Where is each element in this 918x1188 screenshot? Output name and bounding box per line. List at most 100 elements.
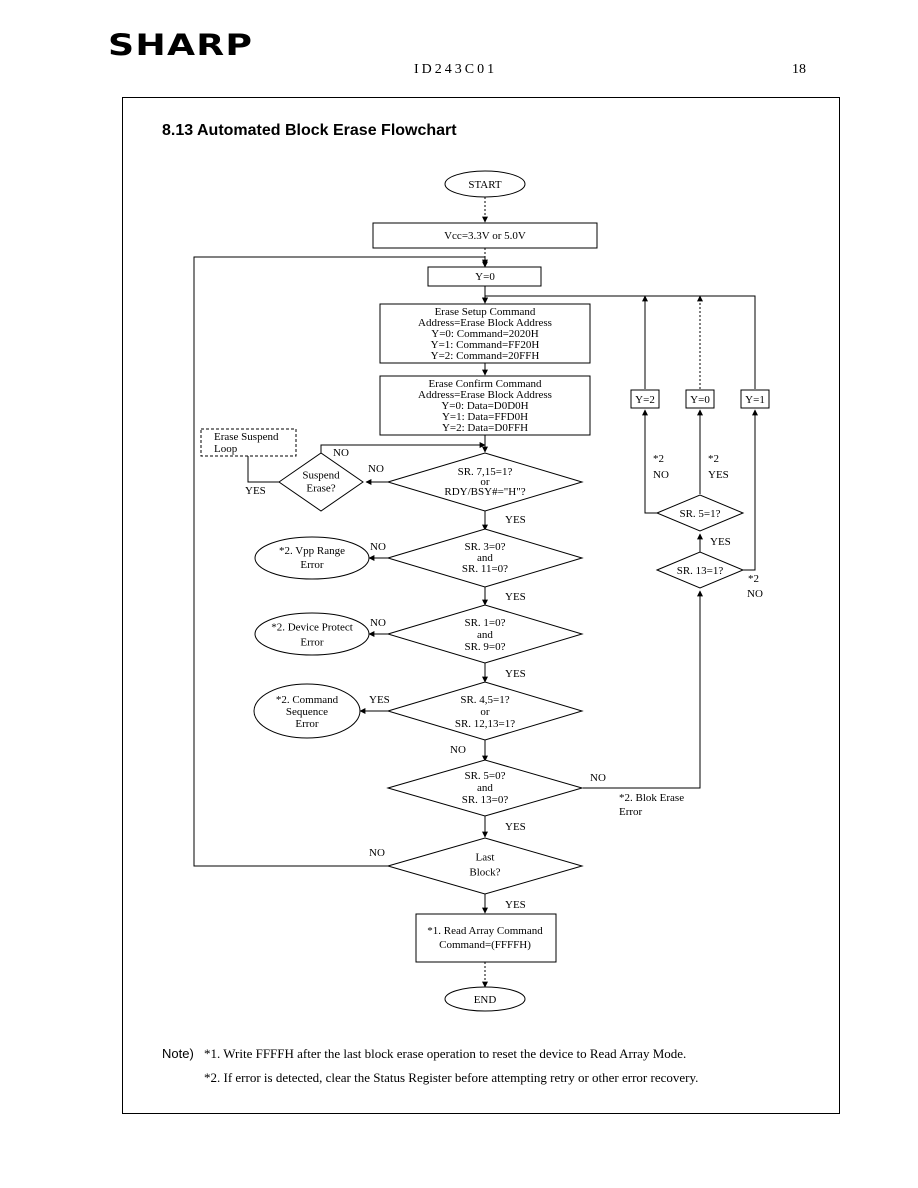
device-error-line-1: *2. Device Protect — [271, 622, 353, 634]
node-vpp-error — [254, 536, 370, 580]
suspend-loop-line-1: Erase Suspend — [214, 431, 279, 443]
vpp-error-line-1: *2. Vpp Range — [279, 545, 345, 557]
label-yes-sr45: YES — [369, 694, 390, 706]
label-yes-sr5b: YES — [708, 469, 729, 481]
sr1-line-3: SR. 9=0? — [464, 641, 505, 653]
node-sr45 — [386, 681, 584, 741]
edge-sr5b-no-y2 — [642, 409, 657, 514]
node-sr5b — [655, 494, 745, 532]
label-no-last: NO — [369, 847, 385, 859]
edge-last-no-loop — [193, 256, 488, 867]
node-sr3 — [386, 528, 584, 588]
command-error-line-1: *2. Command — [276, 694, 339, 706]
sr45-line-1: SR. 4,5=1? — [460, 694, 509, 706]
node-sr1 — [386, 604, 584, 664]
label-no-sr5: NO — [590, 772, 606, 784]
confirm-line-2: Address=Erase Block Address — [418, 389, 552, 401]
document-id: ID243C01 — [414, 62, 498, 77]
node-sr13 — [655, 551, 745, 589]
edge-suspend-yes — [247, 456, 280, 483]
sr5-line-2: and — [477, 782, 493, 794]
command-error-line-3: Error — [295, 718, 319, 730]
y0-label: Y=0 — [475, 271, 495, 283]
sr3-line-2: and — [477, 552, 493, 564]
blok-error-line-2: Error — [619, 806, 643, 818]
sr7-line-3: RDY/BSY#="H"? — [444, 486, 525, 498]
sr1-line-2: and — [477, 629, 493, 641]
page-number: 18 — [792, 62, 806, 77]
suspend-loop-line-2: Loop — [214, 443, 238, 455]
node-setup — [379, 303, 591, 364]
label-no-sr5b: NO — [653, 469, 669, 481]
edge-sr5-sr13 — [583, 590, 703, 789]
sr45-line-3: SR. 12,13=1? — [455, 718, 515, 730]
label-yes-sr3: YES — [505, 591, 526, 603]
vcc-label: Vcc=3.3V or 5.0V — [444, 230, 526, 242]
start-label: START — [468, 179, 502, 191]
sr5-line-3: SR. 13=0? — [462, 794, 509, 806]
node-start — [444, 170, 526, 198]
label-no-sr3: NO — [370, 541, 386, 553]
sr13-label: SR. 13=1? — [677, 565, 724, 577]
vpp-error-line-2: Error — [300, 559, 324, 571]
setup-line-3: Y=0: Command=2020H — [431, 328, 538, 340]
node-sr5 — [386, 759, 584, 817]
sr3-line-3: SR. 11=0? — [462, 563, 508, 575]
read-array-line-1: *1. Read Array Command — [427, 925, 543, 937]
node-sr7 — [386, 452, 584, 512]
content-frame — [122, 97, 840, 1114]
confirm-line-5: Y=2: Data=D0FFH — [442, 422, 528, 434]
confirm-line-1: Erase Confirm Command — [428, 378, 542, 390]
node-device-error — [254, 612, 370, 656]
edge-suspend-no-loop — [320, 442, 486, 453]
sr1-line-1: SR. 1=0? — [464, 617, 505, 629]
setup-line-2: Address=Erase Block Address — [418, 317, 552, 329]
label-yes-sr1: YES — [505, 668, 526, 680]
sr7-line-2: or — [480, 476, 490, 488]
note-1: *1. Write FFFFH after the last block era… — [204, 1046, 687, 1061]
sr45-line-2: or — [480, 706, 490, 718]
sr7-line-1: SR. 7,15=1? — [458, 466, 513, 478]
confirm-line-3: Y=0: Data=D0D0H — [441, 400, 528, 412]
sr5b-label: SR. 5=1? — [679, 508, 720, 520]
node-suspend-loop — [200, 428, 297, 457]
node-last — [386, 837, 584, 895]
label-no-sr13: NO — [747, 588, 763, 600]
y2-label: Y=2 — [635, 394, 655, 406]
confirm-line-4: Y=1: Data=FFD0H — [442, 411, 528, 423]
last-line-2: Block? — [469, 867, 500, 879]
node-y0 — [427, 266, 542, 287]
last-line-1: Last — [476, 852, 495, 864]
end-label: END — [474, 994, 497, 1006]
label-note2-sr5b-yes: *2 — [708, 453, 719, 465]
edge-y1-up-loop — [482, 295, 756, 389]
setup-line-4: Y=1: Command=FF20H — [431, 339, 540, 351]
sr3-line-1: SR. 3=0? — [464, 541, 505, 553]
node-end — [444, 986, 526, 1012]
blok-error-line-1: *2. Blok Erase — [619, 792, 684, 804]
edge-sr13-no-y1 — [743, 409, 758, 571]
device-error-line-2: Error — [300, 637, 324, 649]
setup-line-1: Erase Setup Command — [435, 306, 536, 318]
command-error-line-2: Sequence — [286, 706, 328, 718]
label-no-sr1: NO — [370, 617, 386, 629]
label-no-suspend: NO — [333, 447, 349, 459]
read-array-line-2: Command=(FFFFH) — [439, 939, 531, 951]
label-yes-suspend: YES — [245, 485, 266, 497]
node-y1 — [740, 389, 770, 409]
node-read-array — [415, 913, 557, 963]
node-y0b — [685, 389, 715, 409]
note-label: Note) — [162, 1046, 194, 1061]
label-yes-sr7: YES — [505, 514, 526, 526]
label-yes-last: YES — [505, 899, 526, 911]
y0b-label: Y=0 — [690, 394, 710, 406]
sharp-logo: SHARP — [108, 28, 254, 62]
label-note2-sr13: *2 — [748, 573, 759, 585]
y1-label: Y=1 — [745, 394, 765, 406]
section-title: 8.13 Automated Block Erase Flowchart — [162, 122, 457, 139]
node-vcc — [372, 222, 598, 249]
setup-line-5: Y=2: Command=20FFH — [431, 350, 540, 362]
suspend-q-line-1: Suspend — [302, 470, 340, 482]
